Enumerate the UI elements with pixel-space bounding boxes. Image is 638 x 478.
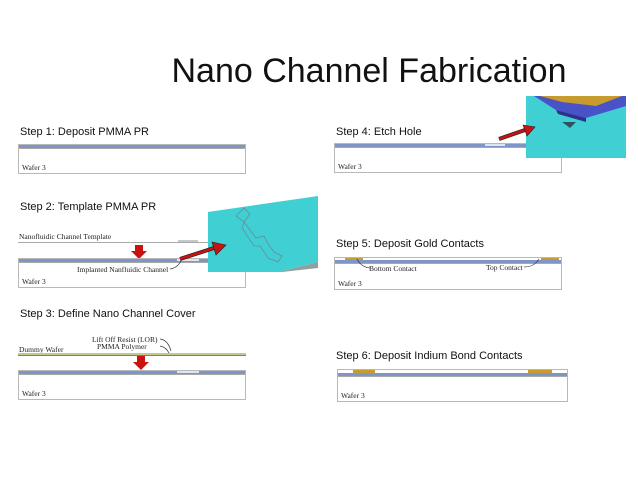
- page-title: Nano Channel Fabrication: [171, 52, 567, 90]
- oxide-layer: [335, 263, 561, 264]
- indium-bond-right: [528, 370, 552, 373]
- oxide-layer: [19, 148, 245, 149]
- arrow-down-icon: [131, 245, 147, 259]
- step-4-label: Step 4: Etch Hole: [336, 126, 422, 138]
- top-contact-label: Top Contact: [486, 263, 523, 272]
- pmma-layer: [19, 371, 245, 374]
- top-contact-leader: [524, 258, 540, 268]
- wafer-label: Wafer 3: [22, 389, 46, 398]
- implanted-channel-label: Implanted Nanfluidic Channel: [77, 265, 169, 274]
- implanted-channel: [177, 259, 199, 261]
- step-2-label: Step 2: Template PMMA PR: [20, 201, 157, 213]
- template-3d-view: [208, 196, 318, 272]
- step-3-label: Step 3: Define Nano Channel Cover: [20, 308, 196, 320]
- step-4-wafer: Wafer 3: [334, 143, 562, 173]
- template-label: Nanofluidic Channel Template: [19, 232, 112, 241]
- wafer-label: Wafer 3: [341, 391, 365, 400]
- step-1-label: Step 1: Deposit PMMA PR: [20, 126, 149, 138]
- pmma-polymer-layer: [18, 355, 246, 356]
- lor-leader-lines: [160, 338, 172, 354]
- etch-3d-view: [526, 96, 626, 158]
- template-tooth: [178, 240, 198, 242]
- pmma-layer: [335, 260, 561, 263]
- template-bar: Nanofluidic Channel Template: [18, 232, 246, 243]
- oxide-layer: [335, 147, 561, 148]
- pmma-layer: [19, 145, 245, 148]
- oxide-layer: [338, 376, 567, 377]
- step-3-wafer: Wafer 3: [18, 370, 246, 400]
- lor-label: Lift Off Resist (LOR): [92, 335, 158, 344]
- channel-gap: [177, 371, 199, 373]
- step-6-label: Step 6: Deposit Indium Bond Contacts: [336, 350, 523, 362]
- wafer-label: Wafer 3: [338, 279, 362, 288]
- indium-bond-left: [353, 370, 375, 373]
- oxide-layer: [19, 262, 245, 263]
- step-1-wafer: Wafer 3: [18, 144, 246, 174]
- step-5-label: Step 5: Deposit Gold Contacts: [336, 238, 484, 250]
- arrow-down-icon: [133, 356, 149, 370]
- wafer-label: Wafer 3: [338, 162, 362, 171]
- step-6-wafer: Wafer 3: [337, 369, 568, 402]
- pmma-layer: [338, 373, 567, 376]
- pointer-arrow-icon: [498, 124, 536, 141]
- bottom-contact-leader: [356, 258, 371, 269]
- wafer-label: Wafer 3: [22, 277, 46, 286]
- step-5-wafer: Wafer 3: [334, 257, 562, 290]
- pmma-layer: [335, 144, 561, 147]
- top-contact-pad: [541, 258, 559, 260]
- dummy-wafer: Dummy Wafer: [18, 344, 246, 356]
- pointer-arrow-icon: [179, 241, 227, 261]
- pmma-layer: [19, 259, 245, 262]
- bottom-contact-label: Bottom Contact: [369, 264, 417, 273]
- bottom-contact-pad: [345, 258, 363, 260]
- wafer-label: Wafer 3: [22, 163, 46, 172]
- template-line: [18, 242, 246, 243]
- oxide-layer: [19, 374, 245, 375]
- dummy-wafer-label: Dummy Wafer: [19, 345, 64, 354]
- etch-hole: [485, 144, 505, 146]
- pmma-label: PMMA Polymer: [97, 342, 147, 351]
- lor-layer: [18, 353, 246, 356]
